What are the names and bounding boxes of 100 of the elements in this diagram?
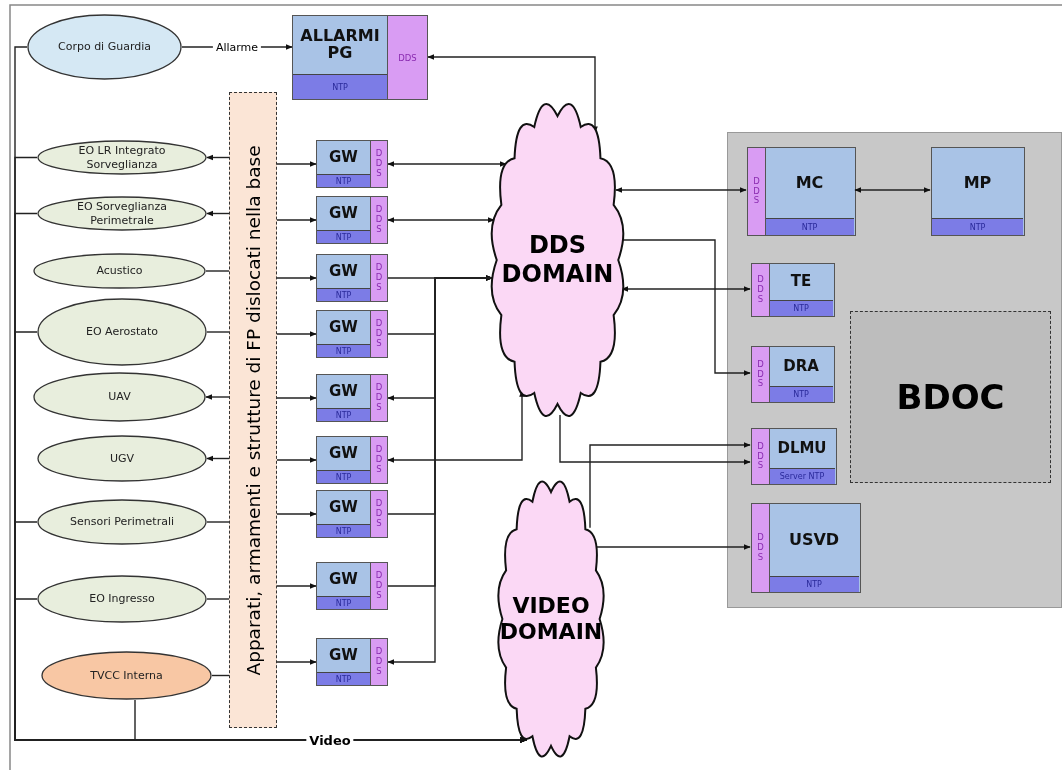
module-label: GW [329, 571, 358, 588]
cloud-shape [490, 100, 625, 420]
connector-arrow [276, 457, 317, 463]
dds-bar: DDS [370, 639, 387, 685]
module-label: GW [329, 205, 358, 222]
dds-bar: DDS [752, 347, 770, 402]
node-label: UGV [108, 451, 136, 466]
connector-arrow [276, 161, 317, 167]
module-label: ALLARMI PG [299, 28, 381, 62]
module-label: GW [329, 319, 358, 336]
dds-bar: DDS [752, 429, 770, 484]
dds-bar: DDS [752, 504, 770, 592]
dds-bar: DDS [752, 264, 770, 316]
module-box [316, 310, 388, 358]
dds-bar: DDS [370, 563, 387, 609]
ntp-bar: NTP [293, 74, 387, 99]
module-box [316, 562, 388, 610]
connector-arrow [276, 395, 317, 401]
module-label: MC [795, 174, 824, 192]
edge-label: Allarme [212, 40, 262, 54]
connector-arrow [276, 583, 317, 589]
module-box [931, 147, 1025, 236]
module-label: GW [329, 149, 358, 166]
cloud-shape [497, 478, 605, 760]
module-label: GW [329, 383, 358, 400]
edge-label: Video [306, 732, 354, 748]
ntp-bar: NTP [317, 174, 370, 187]
connector-arrow [621, 239, 751, 376]
ntp-bar: NTP [769, 300, 833, 316]
ntp-bar: NTP [317, 230, 370, 243]
ntp-bar: NTP [932, 218, 1023, 235]
ellipse-node [33, 253, 206, 289]
module-box [751, 428, 837, 485]
dds-bar: DDS [370, 255, 387, 301]
ntp-bar: NTP [317, 408, 370, 421]
ntp-bar: NTP [317, 344, 370, 357]
node-label: DDS DOMAIN [500, 231, 615, 289]
connector-arrow [276, 511, 317, 517]
ntp-bar: NTP [765, 218, 854, 235]
node-label: Acustico [95, 264, 144, 278]
module-box [751, 263, 835, 317]
node-label: TVCC Interna [89, 668, 164, 683]
ellipse-node [37, 499, 207, 545]
connector-arrow [387, 217, 495, 223]
module-box [316, 374, 388, 422]
node-label: VIDEO DOMAIN [498, 592, 604, 646]
module-label: USVD [788, 531, 840, 549]
panel-background [727, 132, 1062, 608]
module-label: TE [790, 274, 812, 290]
module-box [751, 346, 835, 403]
module-label: MP [963, 174, 992, 192]
connector-arrow [276, 217, 317, 223]
connector-arrow [276, 275, 317, 281]
dds-bar: DDS [370, 437, 387, 483]
module-box [316, 490, 388, 538]
connector-arrow [206, 154, 230, 161]
dds-bar: DDS [370, 197, 387, 243]
ntp-bar: NTP [317, 524, 370, 537]
ntp-bar: NTP [769, 576, 859, 592]
ellipse-node [33, 372, 206, 422]
node-label: UAV [107, 390, 132, 404]
connector-arrow [134, 699, 528, 743]
dds-bar: DDS [748, 148, 766, 235]
node-label: Corpo di Guardia [57, 40, 152, 54]
dds-bar: DDS [370, 375, 387, 421]
connector-arrow [594, 544, 751, 550]
module-label: GW [329, 445, 358, 462]
ntp-bar: NTP [317, 470, 370, 483]
module-label: DRA [783, 358, 819, 375]
ntp-bar: NTP [769, 386, 833, 402]
module-box [292, 15, 428, 100]
node-label: Sensori Perimetrali [69, 515, 175, 529]
module-box [316, 254, 388, 302]
node-label: EO Ingresso [88, 592, 156, 606]
module-box [316, 140, 388, 188]
dashed-box [850, 311, 1051, 483]
module-box [316, 638, 388, 686]
ellipse-node [27, 14, 182, 80]
ntp-bar: NTP [317, 596, 370, 609]
module-box [747, 147, 856, 236]
ellipse-node [37, 575, 207, 623]
connector-arrow [621, 286, 751, 292]
module-label: DLMU [777, 440, 827, 457]
node-label: EO Sorveglianza Perimetrale [76, 200, 168, 227]
dds-bar: DDS [370, 311, 387, 357]
ellipse-node [37, 298, 207, 366]
module-label: GW [329, 499, 358, 516]
ntp-bar: NTP [317, 288, 370, 301]
dds-bar: DDS [370, 141, 387, 187]
dds-bar: DDS [387, 16, 427, 99]
dashed-band [229, 92, 277, 728]
module-box [316, 196, 388, 244]
band-label: Apparati, armamenti e strutture di FP dislocati nella base [242, 145, 264, 675]
ellipse-node [37, 140, 207, 175]
ntp-bar: NTP [317, 672, 370, 685]
connector-arrow [589, 442, 751, 529]
connector-arrow [206, 455, 230, 462]
node-label: EO Aerostato [84, 325, 159, 339]
node-label: EO LR Integrato Sorveglianza [77, 144, 167, 171]
module-label: GW [329, 263, 358, 280]
